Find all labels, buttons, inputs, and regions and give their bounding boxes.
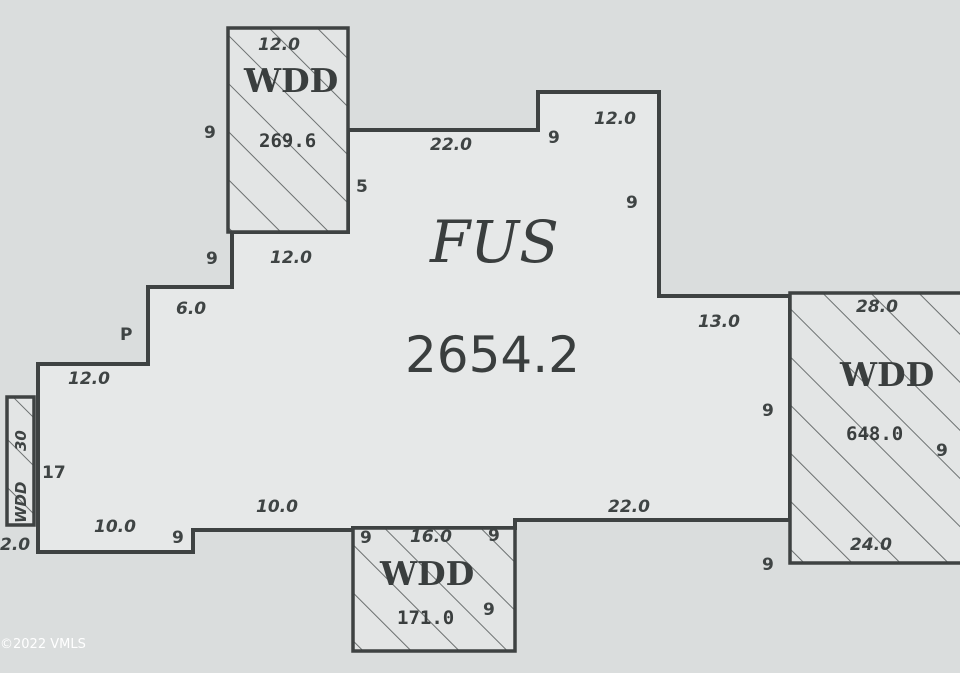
deck-left-code: WDD xyxy=(12,482,30,523)
deck-top xyxy=(226,26,350,234)
deck-right-code: WDD xyxy=(839,355,934,394)
deck-bottom-code: WDD xyxy=(379,554,474,593)
dim-bottom-right: 22.0 xyxy=(608,497,650,517)
side-marker: 17 xyxy=(42,463,66,483)
dim-left-top: 12.0 xyxy=(68,369,110,389)
deck-bottom xyxy=(351,526,517,653)
side-marker: 9 xyxy=(172,528,184,548)
dim-right-deck-top: 28.0 xyxy=(856,297,898,317)
main-area-code: FUS xyxy=(429,208,559,276)
deck-left-area: 30 xyxy=(12,430,30,451)
side-marker: 5 xyxy=(356,177,368,197)
side-marker: 9 xyxy=(483,600,495,620)
main-area-value: 2654.2 xyxy=(405,326,580,384)
dim-notch-top: 12.0 xyxy=(594,109,636,129)
deck-left xyxy=(5,395,36,527)
side-marker: 9 xyxy=(204,123,216,143)
dim-top-deck-top: 12.0 xyxy=(258,35,300,55)
dim-step-upper: 6.0 xyxy=(176,299,206,319)
dim-bottom-mid: 10.0 xyxy=(256,497,298,517)
side-marker: 9 xyxy=(762,555,774,575)
side-marker: 9 xyxy=(488,526,500,546)
dim-top-deck-bottom: 12.0 xyxy=(270,248,312,268)
dim-bottom-left: 10.0 xyxy=(94,517,136,537)
side-marker: 9 xyxy=(626,193,638,213)
deck-left-labels: WDD 30 xyxy=(12,430,30,523)
side-marker: P xyxy=(120,325,132,345)
dim-bottom-deck-top: 16.0 xyxy=(410,527,452,547)
dim-right-deck-bottom: 24.0 xyxy=(850,535,892,555)
dim-right-upper: 13.0 xyxy=(698,312,740,332)
deck-bottom-area: 171.0 xyxy=(397,607,454,629)
side-marker: 9 xyxy=(206,249,218,269)
deck-right-area: 648.0 xyxy=(846,423,903,445)
deck-top-code: WDD xyxy=(243,61,338,100)
side-marker: 9 xyxy=(360,528,372,548)
deck-top-area: 269.6 xyxy=(259,130,316,152)
side-marker: 9 xyxy=(936,441,948,461)
deck-right xyxy=(788,291,960,565)
dim-left-edge-small: 2.0 xyxy=(0,535,30,555)
copyright-watermark: ©2022 VMLS xyxy=(0,637,86,652)
side-marker: 9 xyxy=(762,401,774,421)
side-marker: 9 xyxy=(548,128,560,148)
dim-top-edge: 22.0 xyxy=(430,135,472,155)
